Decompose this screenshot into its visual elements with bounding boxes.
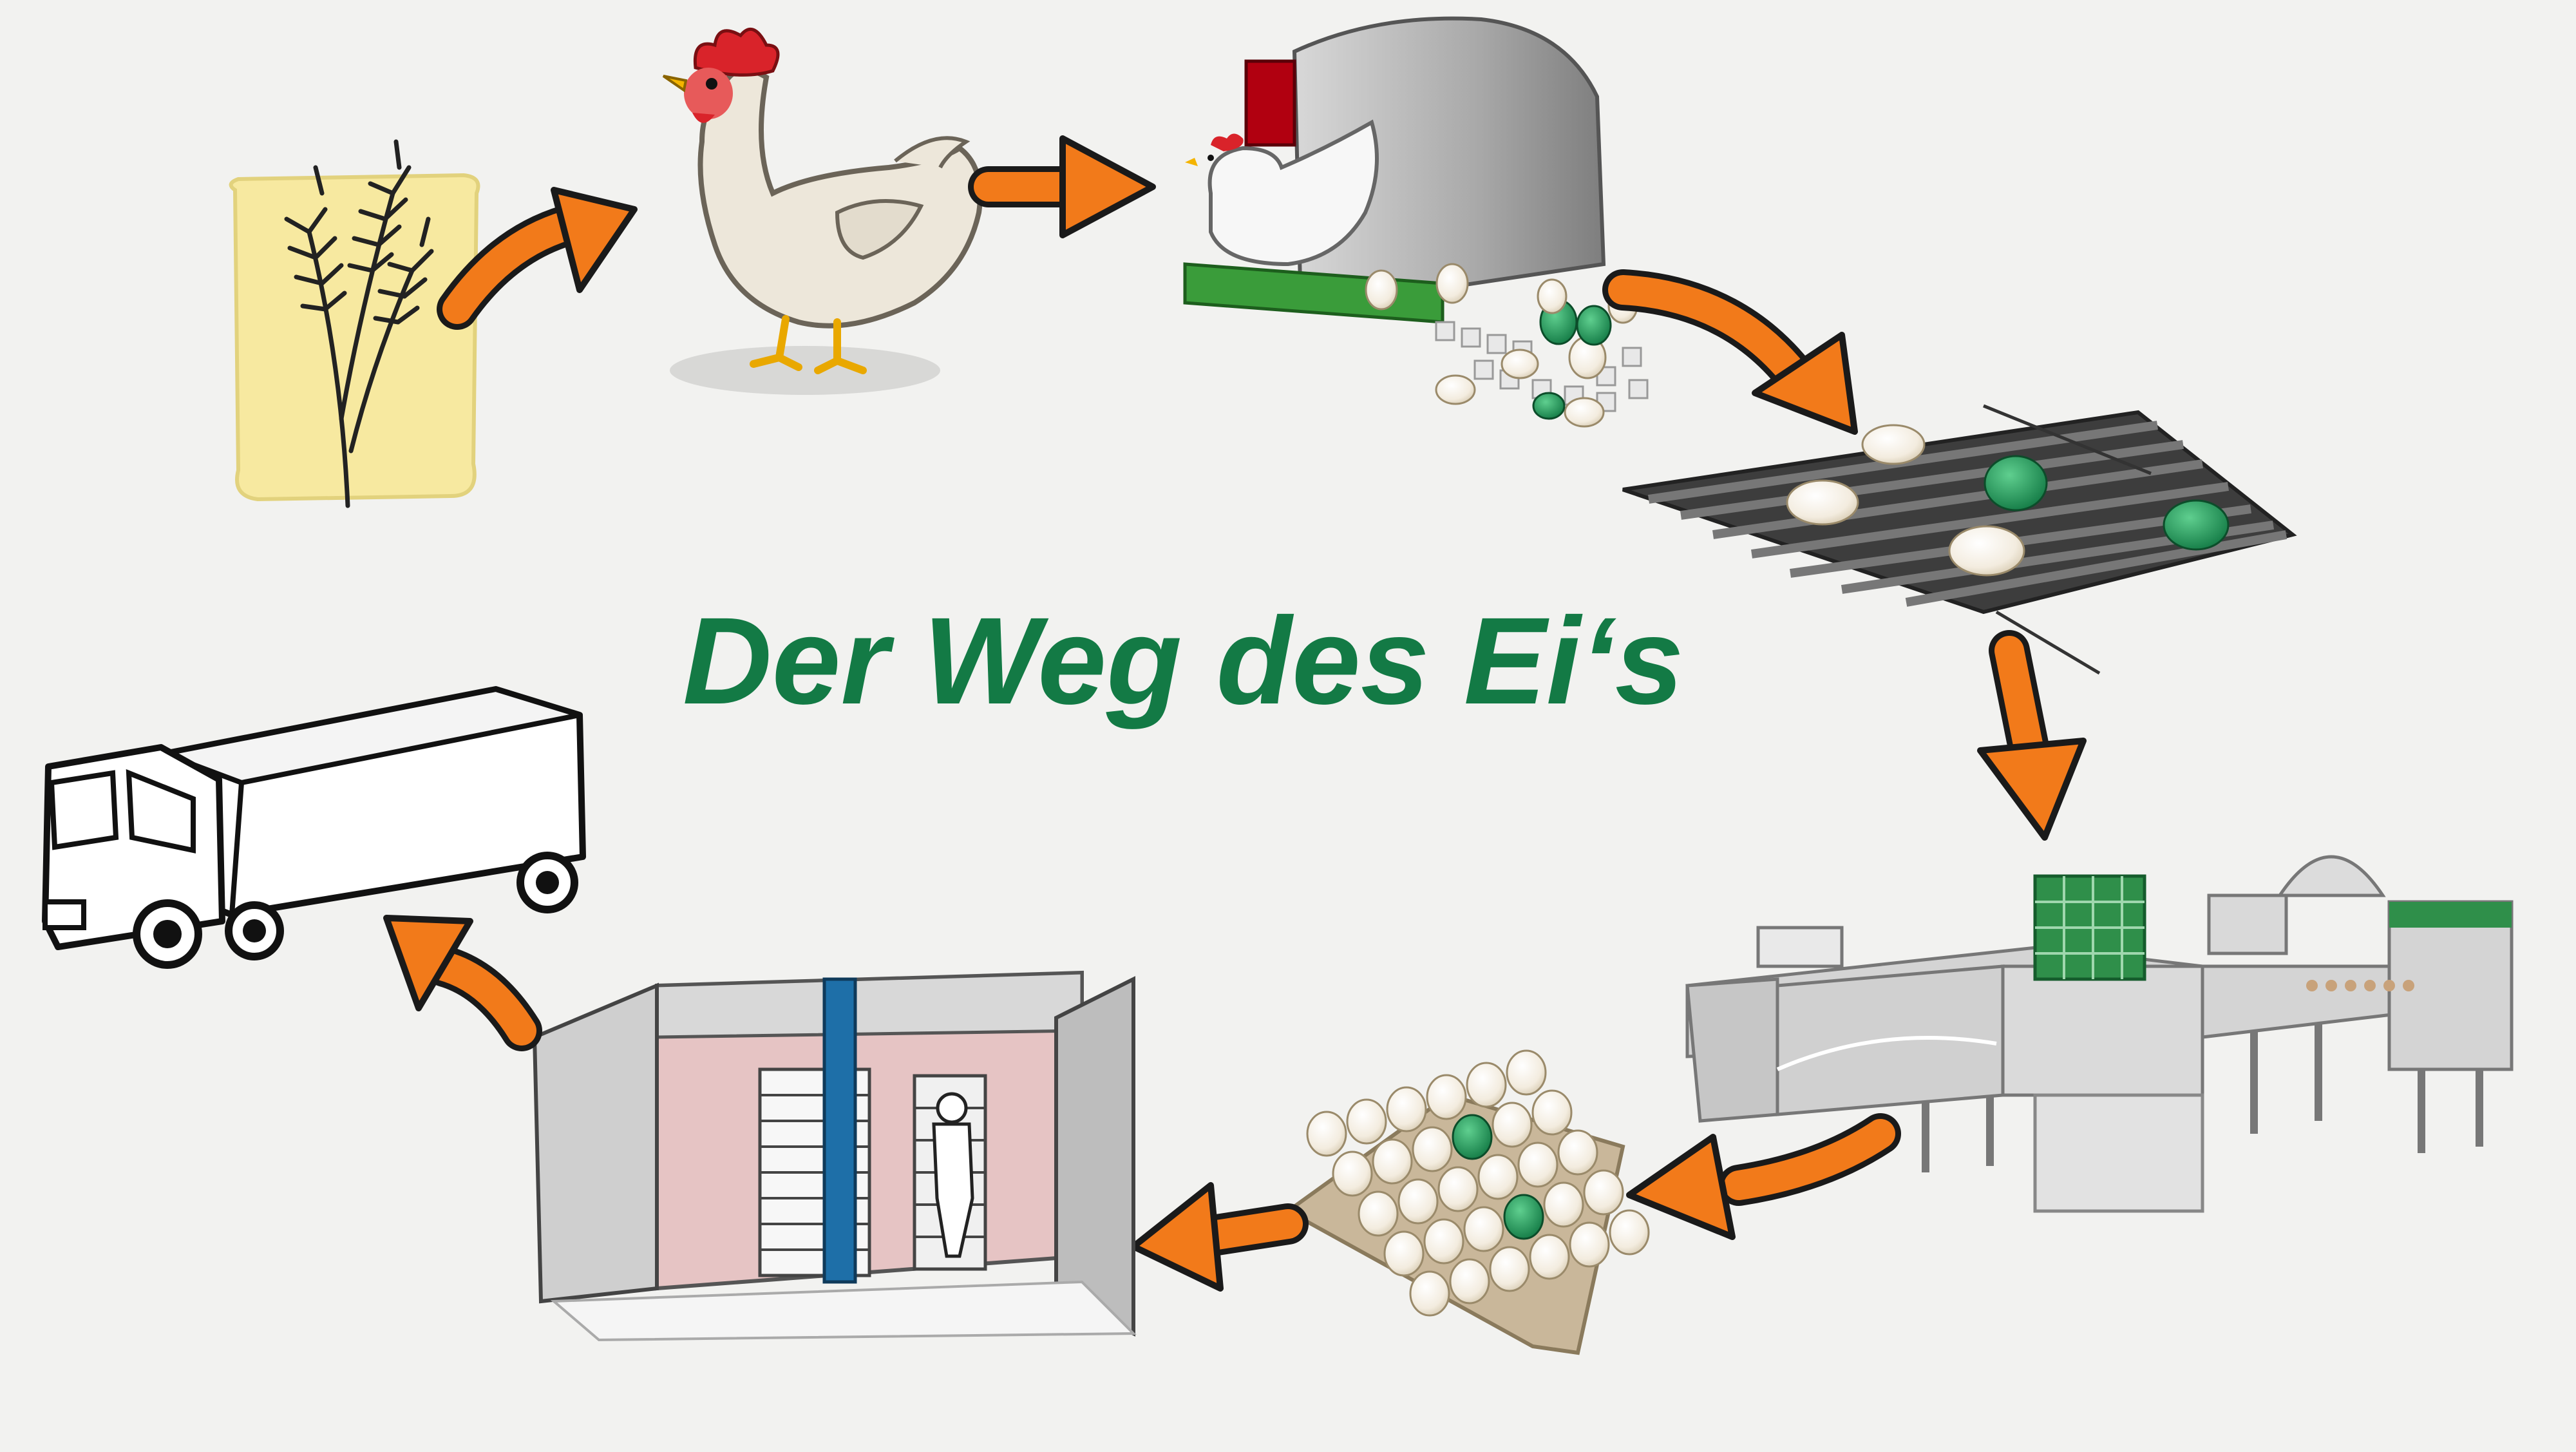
hen-icon — [662, 28, 983, 395]
marked-egg — [1452, 1114, 1493, 1160]
arrow-tray-to-coldroom — [1130, 1182, 1309, 1292]
egg — [1506, 1049, 1547, 1096]
egg — [1449, 1258, 1490, 1304]
delivery-truck-icon — [42, 686, 586, 969]
egg — [1609, 1209, 1650, 1256]
egg — [1346, 1098, 1387, 1145]
egg — [1437, 1166, 1479, 1212]
egg — [1306, 1111, 1347, 1157]
egg — [1531, 1089, 1573, 1136]
egg — [1426, 1074, 1467, 1120]
arrow-nest-to-conveyor — [1602, 269, 1858, 435]
egg — [1383, 1230, 1425, 1277]
arrow-feed-to-hen — [437, 187, 638, 330]
egg — [1463, 1206, 1504, 1252]
egg-tray-icon — [1284, 1049, 1650, 1355]
egg — [1477, 1154, 1519, 1200]
cold-storage-room-icon — [532, 970, 1137, 1342]
nest-box-icon — [1183, 16, 1649, 428]
egg — [1412, 1126, 1453, 1172]
egg — [1386, 1086, 1427, 1132]
arrow-coldroom-to-truck — [383, 915, 542, 1051]
egg — [1557, 1129, 1598, 1176]
egg — [1517, 1142, 1558, 1188]
egg — [1358, 1190, 1399, 1237]
marked-egg — [1503, 1194, 1544, 1240]
wheat-feed-icon — [229, 139, 480, 508]
arrow-grading-to-tray — [1626, 1113, 1901, 1240]
egg — [1489, 1246, 1530, 1292]
arrow-conveyor-to-grading — [1977, 630, 2087, 841]
egg — [1569, 1221, 1610, 1268]
egg — [1583, 1169, 1624, 1216]
egg — [1492, 1102, 1533, 1148]
egg — [1466, 1062, 1507, 1108]
egg — [1332, 1151, 1373, 1197]
egg — [1529, 1234, 1570, 1280]
diagram-title: Der Weg des Ei‘s — [683, 591, 1684, 730]
egg — [1409, 1270, 1450, 1317]
egg — [1372, 1138, 1413, 1185]
egg — [1423, 1218, 1464, 1265]
arrow-hen-to-nest — [968, 135, 1156, 238]
egg-conveyor-icon — [1622, 404, 2297, 675]
egg — [1543, 1181, 1584, 1228]
egg-grading-machine-icon — [1685, 855, 2514, 1213]
egg — [1397, 1178, 1439, 1225]
